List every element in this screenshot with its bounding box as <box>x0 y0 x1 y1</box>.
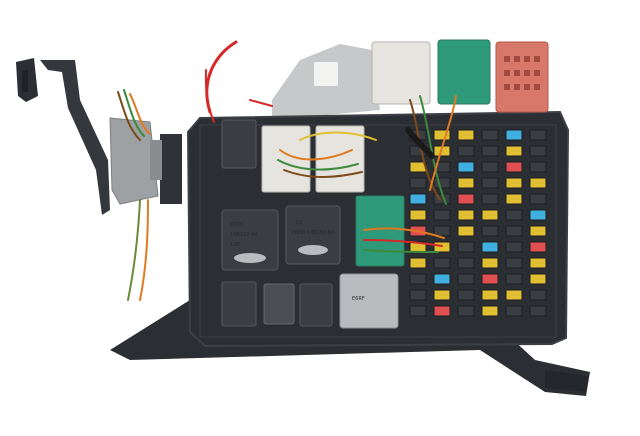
relay-label: F6HB-14B192-BA <box>292 230 335 236</box>
fuse <box>457 241 475 253</box>
fuse <box>505 241 523 253</box>
fuse <box>505 225 523 237</box>
top-connectors <box>371 39 549 113</box>
fuse <box>529 289 547 301</box>
top-connector-bracket <box>272 44 380 120</box>
fuse <box>505 145 523 157</box>
white-connector <box>371 41 431 105</box>
fuse-grid <box>409 129 547 317</box>
gray-side-connector <box>109 117 182 205</box>
relay-label: E8 <box>296 220 302 226</box>
relay-left: E6RF 14B192-AA 12V <box>221 209 279 271</box>
relay-label: E6RF <box>352 296 365 302</box>
fuse <box>457 273 475 285</box>
orange-connector <box>495 41 549 113</box>
fuse <box>433 273 451 285</box>
teal-inner-connector <box>355 195 405 267</box>
fuse <box>409 177 427 189</box>
fuse <box>481 289 499 301</box>
fuse <box>505 129 523 141</box>
fuse <box>529 209 547 221</box>
fuse <box>433 209 451 221</box>
small-relay <box>299 283 333 327</box>
fuse <box>457 289 475 301</box>
fuse <box>481 177 499 189</box>
fuse <box>433 289 451 301</box>
fuse <box>457 129 475 141</box>
fuse <box>409 273 427 285</box>
fuse <box>505 289 523 301</box>
ford-logo <box>234 253 266 263</box>
relay-label: 14B192-AA <box>230 232 259 238</box>
fuse <box>481 305 499 317</box>
fuse <box>505 257 523 269</box>
fuse <box>481 129 499 141</box>
fuse <box>505 305 523 317</box>
fuse <box>529 241 547 253</box>
fuse <box>433 241 451 253</box>
small-relay <box>263 283 295 325</box>
fuse <box>529 305 547 317</box>
small-relay <box>221 281 257 327</box>
fuse <box>529 193 547 205</box>
fuse <box>481 193 499 205</box>
relay-right: E6RF <box>339 273 399 329</box>
fuse <box>481 273 499 285</box>
fuse <box>433 177 451 189</box>
fuse <box>505 193 523 205</box>
fuse <box>529 145 547 157</box>
fuse <box>457 161 475 173</box>
fuse <box>529 225 547 237</box>
fuse <box>481 161 499 173</box>
ford-logo <box>298 245 328 255</box>
fuse <box>457 305 475 317</box>
fuse <box>505 177 523 189</box>
fuse <box>433 257 451 269</box>
fuse <box>529 257 547 269</box>
relay-label: E6RF <box>230 222 243 228</box>
fuse <box>457 177 475 189</box>
fuse <box>481 257 499 269</box>
fuse <box>409 289 427 301</box>
fuse <box>457 257 475 269</box>
fuse <box>409 257 427 269</box>
fuse <box>481 225 499 237</box>
fuse <box>433 305 451 317</box>
fuse <box>481 145 499 157</box>
relay-label: 12V <box>230 242 240 248</box>
fuse <box>529 161 547 173</box>
teal-connector <box>437 39 491 105</box>
fuse <box>481 209 499 221</box>
fuse <box>505 161 523 173</box>
fuse <box>457 145 475 157</box>
wire-harness <box>117 40 457 301</box>
relay-center: E8 F6HB-14B192-BA <box>285 205 341 265</box>
fuse <box>529 129 547 141</box>
fuse <box>409 209 427 221</box>
fuse <box>409 193 427 205</box>
fuse <box>457 193 475 205</box>
fuse <box>433 225 451 237</box>
small-relay <box>221 119 257 169</box>
fuse <box>529 273 547 285</box>
fuse <box>409 305 427 317</box>
mounting-bracket-left <box>16 58 110 215</box>
fuse <box>457 225 475 237</box>
fuse <box>481 241 499 253</box>
fuse <box>505 209 523 221</box>
fuse <box>529 177 547 189</box>
fuse <box>505 273 523 285</box>
fuse <box>457 209 475 221</box>
